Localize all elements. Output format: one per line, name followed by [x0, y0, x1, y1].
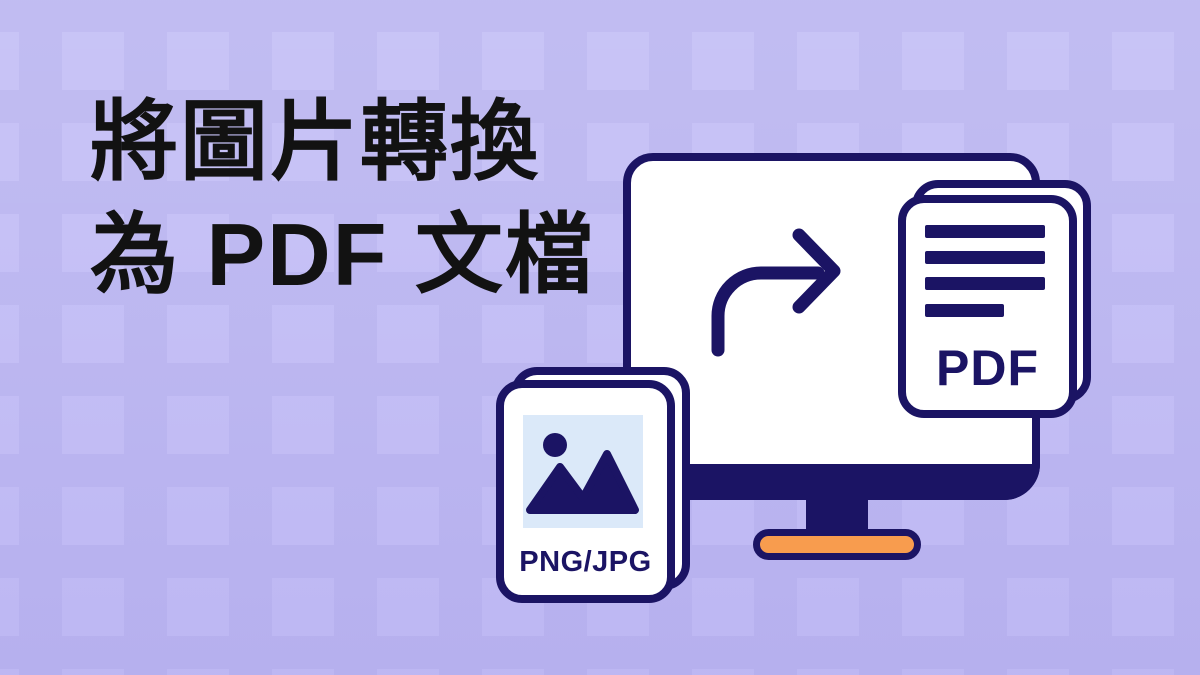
- pdf-text-line: [925, 304, 1004, 317]
- pdf-text-line: [925, 225, 1045, 238]
- monitor-bottom-bezel: [623, 464, 1040, 500]
- image-file-label: PNG/JPG: [519, 546, 652, 578]
- title-line-2: 為 PDF 文檔: [90, 204, 595, 304]
- pdf-file-label: PDF: [936, 340, 1039, 396]
- image-icon: [526, 433, 639, 514]
- image-thumbnail: [523, 415, 643, 528]
- monitor-stand: [806, 496, 868, 534]
- page-title: 將圖片轉換 為 PDF 文檔: [90, 86, 595, 311]
- pdf-file-front-page: PDF: [898, 195, 1077, 418]
- convert-arrow-icon: [711, 228, 841, 357]
- image-file-front-page: PNG/JPG: [496, 380, 675, 603]
- pdf-text-line: [925, 277, 1045, 290]
- title-line-1: 將圖片轉換: [90, 92, 541, 191]
- monitor-base: [753, 529, 921, 560]
- pdf-text-line: [925, 251, 1045, 264]
